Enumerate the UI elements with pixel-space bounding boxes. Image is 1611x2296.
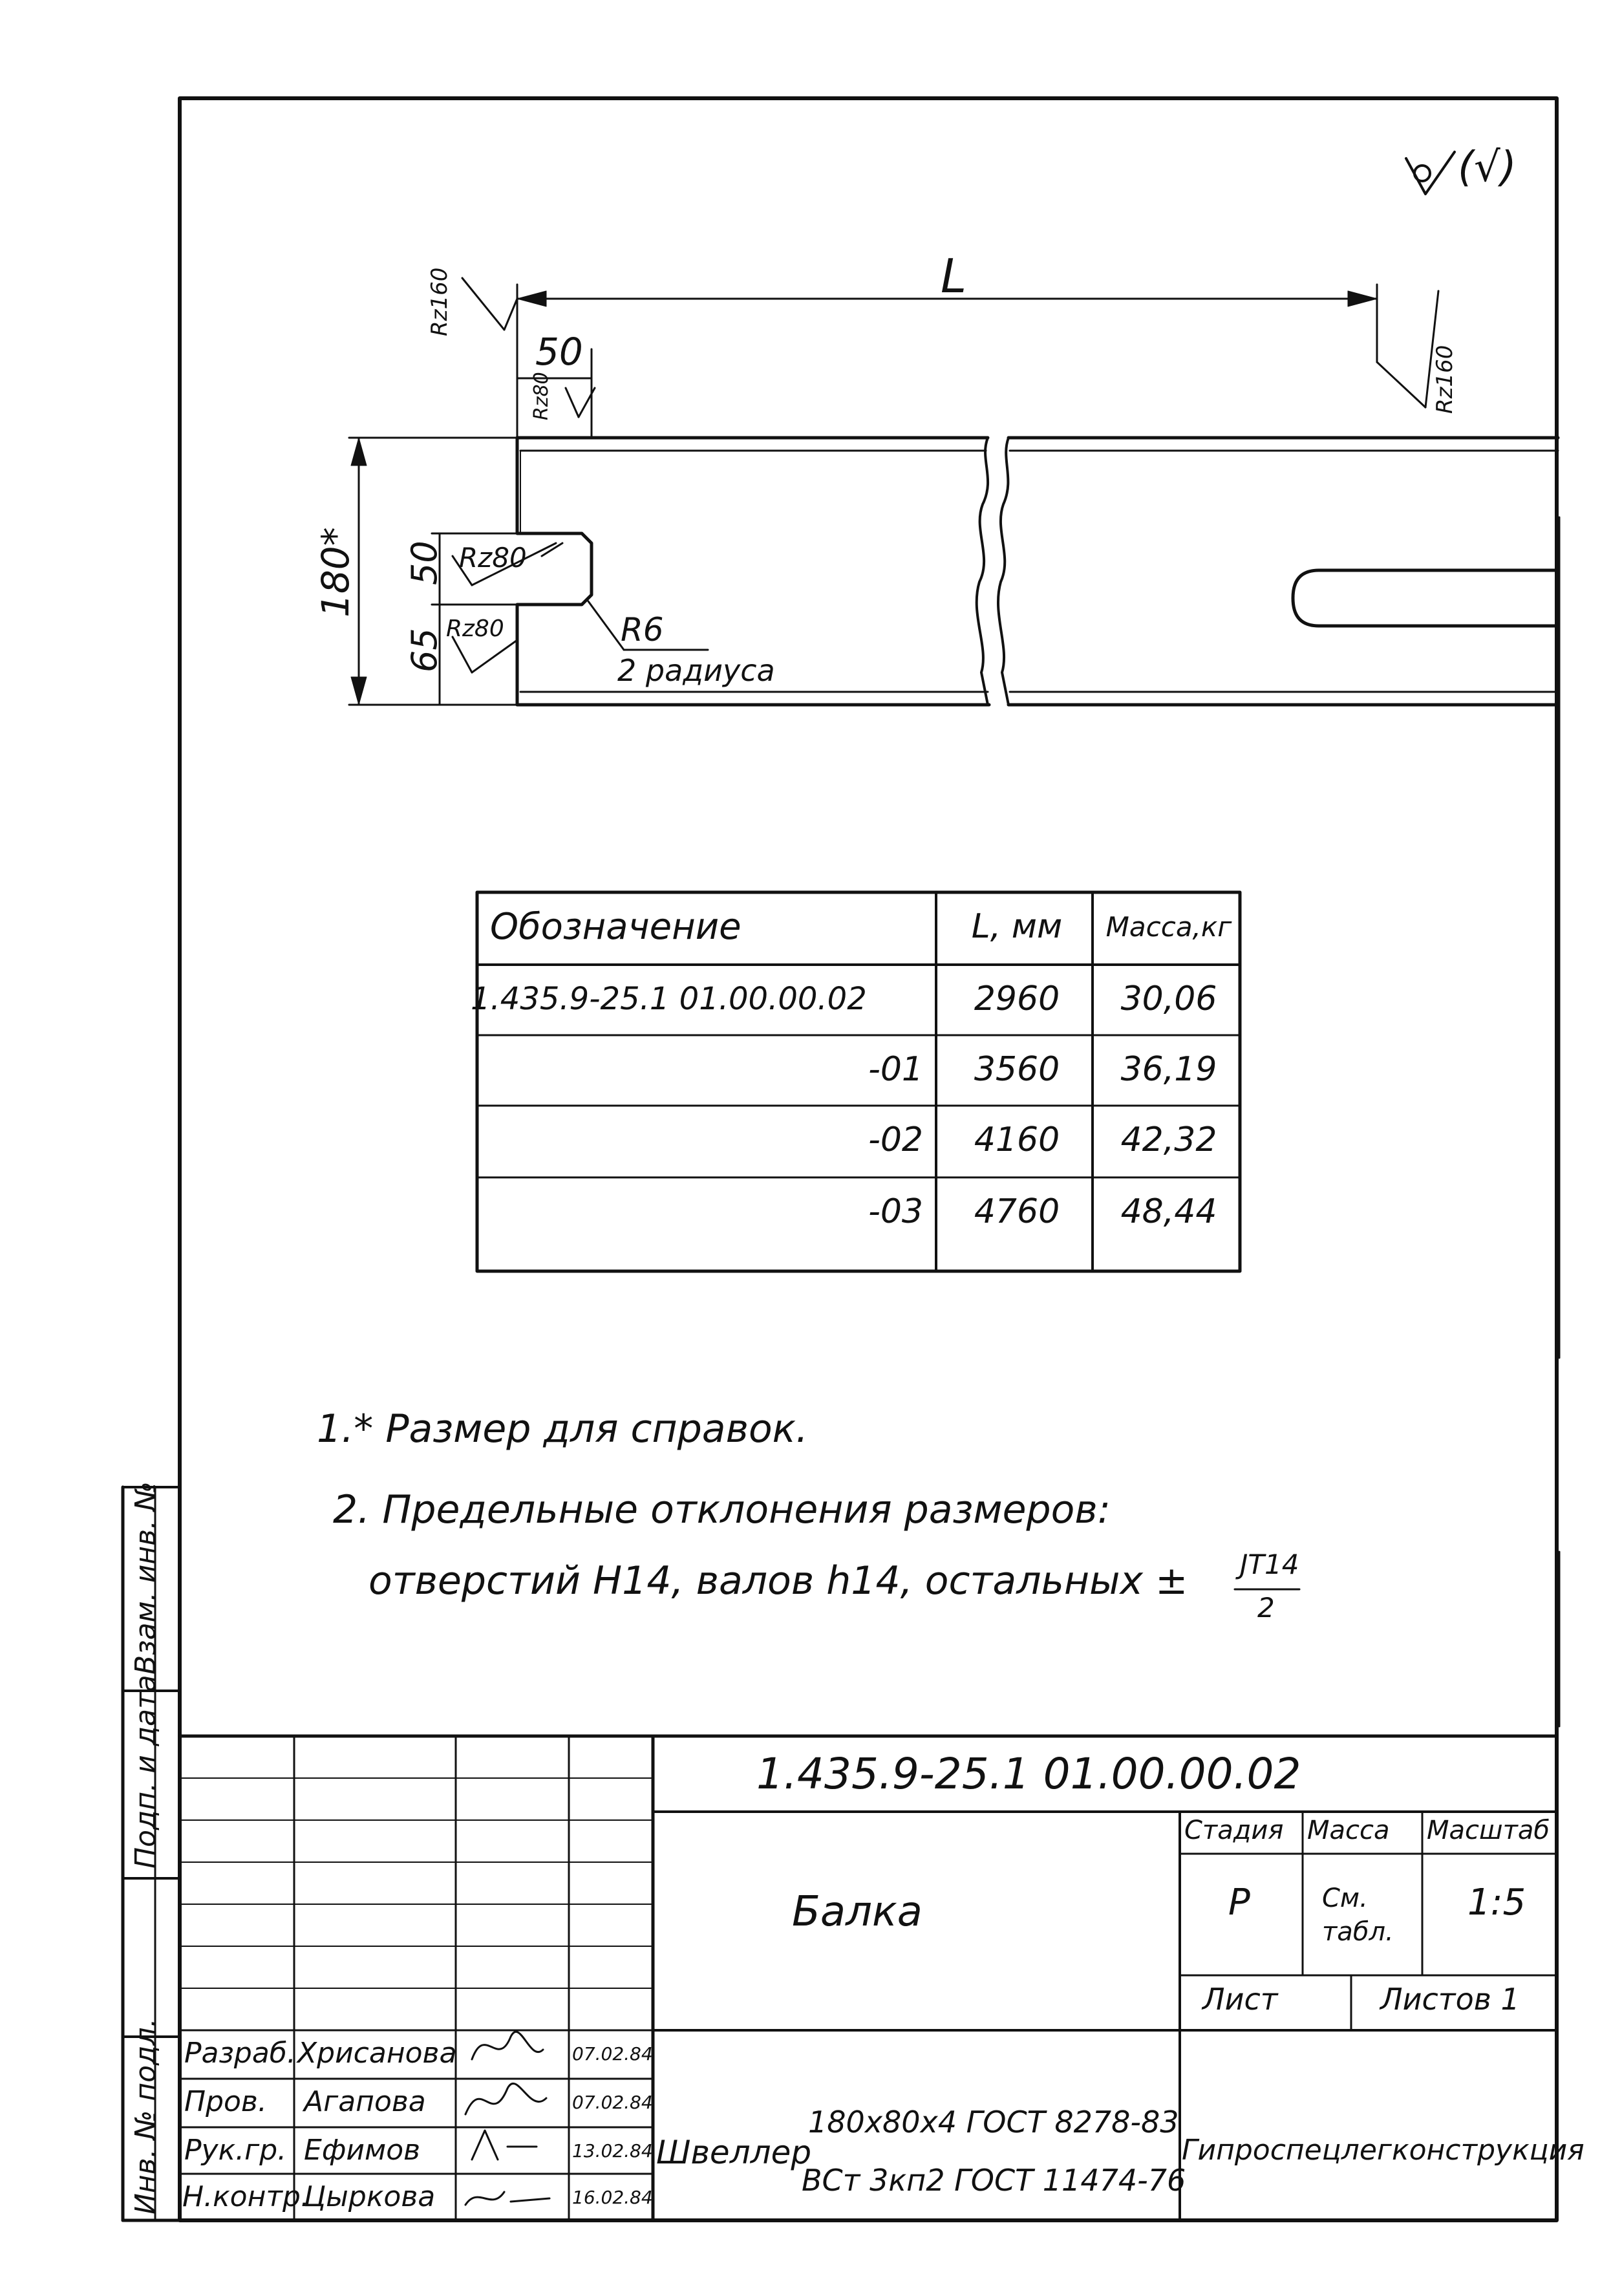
fraction-numerator: JT14 bbox=[1240, 1549, 1299, 1580]
row-designation: 1.435.9-25.1 01.00.00.02 bbox=[471, 981, 867, 1017]
row-designation: -01 bbox=[868, 1050, 923, 1089]
dim-50-top-label: 50 bbox=[535, 330, 583, 374]
table-row: -03 4760 48,44 bbox=[477, 1177, 1240, 1246]
header-mass: Масса,кг bbox=[1105, 910, 1232, 943]
sheet-label: Лист bbox=[1202, 1982, 1278, 2017]
table-row: -01 3560 36,19 bbox=[477, 1035, 1240, 1104]
radius-note: 2 радиуса bbox=[617, 653, 775, 688]
dim-65-label: 65 bbox=[404, 628, 445, 672]
staff-role: Пров. bbox=[184, 2085, 267, 2118]
staff-role: Разраб. bbox=[184, 2037, 296, 2070]
staff-name: Агапова bbox=[304, 2085, 426, 2118]
note-3: отверстий H14, валов h14, остальных ± bbox=[368, 1558, 1188, 1604]
table-row: 1.435.9-25.1 01.00.00.02 2960 30,06 bbox=[471, 965, 1240, 1033]
table-header-row: Обозначение L, мм Масса,кг bbox=[477, 892, 1240, 961]
stage-header: Стадия bbox=[1184, 1816, 1284, 1845]
fraction-denominator: 2 bbox=[1257, 1592, 1275, 1624]
row-length: 4760 bbox=[974, 1192, 1060, 1231]
sheets-count: Листов 1 bbox=[1380, 1982, 1520, 2017]
row-mass: 48,44 bbox=[1120, 1192, 1217, 1231]
row-length: 2960 bbox=[974, 980, 1060, 1018]
rz80-b-label: Rz80 bbox=[446, 616, 504, 642]
staff-date: 07.02.84 bbox=[572, 2092, 653, 2113]
side-sign-date: Подп. и дата bbox=[129, 1675, 162, 1869]
dim-50-side-label: 50 bbox=[404, 541, 445, 585]
material-prefix: Швеллер bbox=[656, 2134, 812, 2171]
staff-name: Цыркова bbox=[304, 2180, 436, 2213]
roughness-general-label: (√) bbox=[1458, 144, 1517, 191]
staff-name: Ефимов bbox=[304, 2134, 421, 2167]
beam-elevation bbox=[515, 436, 1560, 707]
row-mass: 42,32 bbox=[1120, 1121, 1217, 1159]
organization: Гипроспецлегконструкция bbox=[1182, 2134, 1584, 2167]
dim-height-label: 180* bbox=[314, 527, 357, 617]
frame-border bbox=[178, 96, 1559, 2222]
staff-name: Хрисанова bbox=[297, 2037, 457, 2070]
document-code: 1.435.9-25.1 01.00.00.02 bbox=[756, 1749, 1301, 1799]
row-mass: 36,19 bbox=[1120, 1050, 1217, 1089]
mass-header: Масса bbox=[1307, 1816, 1390, 1845]
dim-side-lines bbox=[431, 532, 518, 706]
spec-table-grid bbox=[475, 890, 1242, 1273]
stage-value: Р bbox=[1228, 1882, 1250, 1924]
dim-L-line bbox=[516, 283, 1378, 439]
row-length: 4160 bbox=[974, 1121, 1060, 1159]
note-2: 2. Предельные отклонения размеров: bbox=[333, 1487, 1111, 1532]
staff-date: 13.02.84 bbox=[572, 2140, 653, 2162]
roughness-notch-a bbox=[451, 542, 557, 586]
dim-L-label: L bbox=[941, 249, 967, 303]
staff-date: 16.02.84 bbox=[572, 2187, 653, 2208]
staff-role: Рук.гр. bbox=[184, 2134, 287, 2167]
scale-value: 1:5 bbox=[1467, 1882, 1526, 1924]
rz80-a-label: Rz80 bbox=[459, 542, 527, 574]
roughness-right bbox=[1376, 290, 1440, 409]
roughness-top-small bbox=[564, 387, 596, 418]
rz80-top-label: Rz80 bbox=[530, 372, 553, 420]
signatures bbox=[464, 2030, 551, 2206]
dim-180-line bbox=[348, 436, 518, 706]
row-designation: -02 bbox=[868, 1121, 923, 1159]
roughness-notch-b bbox=[451, 636, 518, 674]
note-1: 1.* Размер для справок. bbox=[317, 1406, 808, 1452]
spec-table: Обозначение L, мм Масса,кг 1.435.9-25.1 … bbox=[471, 892, 1240, 1271]
rz160-left-label: Rz160 bbox=[427, 267, 453, 336]
part-name: Балка bbox=[792, 1888, 923, 1936]
header-length: L, мм bbox=[971, 907, 1063, 946]
staff-date: 07.02.84 bbox=[572, 2043, 653, 2065]
row-designation: -03 bbox=[868, 1192, 923, 1231]
title-block-grid bbox=[178, 1734, 1559, 2222]
row-mass: 30,06 bbox=[1120, 980, 1217, 1018]
row-length: 3560 bbox=[974, 1050, 1060, 1089]
radius-leader bbox=[540, 542, 709, 651]
mass-value: См. табл. bbox=[1322, 1883, 1394, 1947]
roughness-left bbox=[461, 277, 518, 331]
header-designation: Обозначение bbox=[490, 905, 741, 948]
table-row: -02 4160 42,32 bbox=[477, 1106, 1240, 1174]
rz160-right-label: Rz160 bbox=[1432, 345, 1458, 414]
side-inv-orig: Инв. № подл. bbox=[129, 2018, 162, 2215]
scale-header: Масштаб bbox=[1427, 1816, 1550, 1845]
side-replace-inv: Взам. инв. № bbox=[129, 1481, 162, 1675]
material-profile: 180x80x4 ГОСТ 8278-83 bbox=[808, 2105, 1179, 2140]
radius-label: R6 bbox=[621, 611, 664, 649]
staff-role: Н.контр. bbox=[182, 2180, 310, 2213]
roughness-general-icon bbox=[1405, 151, 1456, 195]
material-steel: ВСт 3кп2 ГОСТ 11474-76 bbox=[802, 2163, 1186, 2198]
